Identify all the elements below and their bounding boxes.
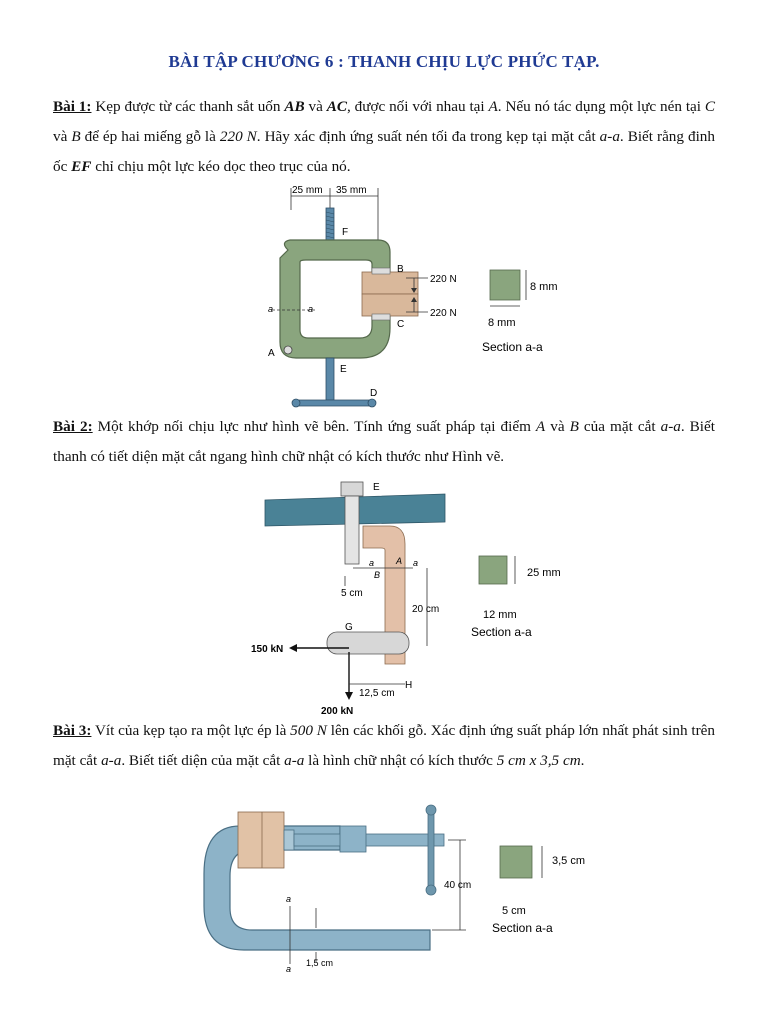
label-B: B	[397, 264, 404, 275]
figure-2-coupling: E a a A B 5 cm 20 cm G H 150 kN 200 kN 1…	[251, 481, 561, 717]
dim-5cm: 5 cm	[341, 588, 363, 599]
text-run: để ép hai miếng gỗ là	[80, 128, 220, 145]
section-mark-a-left: a	[369, 558, 374, 568]
text-run: AB	[284, 98, 305, 115]
dim-40cm: 40 cm	[444, 880, 471, 891]
text-run: . Biết tiết diện của mặt cắt	[121, 752, 285, 769]
force-220-bottom: 220 N	[430, 308, 457, 319]
text-run: B	[569, 418, 579, 435]
section-label: Section a-a	[492, 921, 553, 935]
label-E: E	[373, 482, 380, 493]
text-run: . Hãy xác định ứng suất nén tối đa trong…	[256, 128, 600, 145]
section-label: Section a-a	[471, 625, 532, 639]
label-F: F	[342, 227, 348, 238]
text-run: C	[704, 98, 716, 115]
exercise-1-label: Bài 1:	[53, 98, 92, 115]
text-run: chỉ chịu một lực kéo dọc theo trục của n…	[91, 158, 351, 175]
label-H: H	[405, 680, 412, 691]
figure-3-clamp: 40 cm a a 1,5 cm 3,5 cm 5 cm Section a-a	[203, 804, 585, 974]
dim-1-5cm: 1,5 cm	[306, 958, 333, 968]
exercise-3-label: Bài 3:	[53, 722, 92, 739]
force-220-top: 220 N	[430, 274, 457, 285]
text-run: EF	[71, 158, 92, 175]
section-mark-a-top: a	[286, 894, 291, 904]
text-run: a-a	[101, 752, 122, 769]
text-run: a-a	[660, 418, 681, 435]
label-E: E	[340, 364, 347, 375]
text-run: và	[545, 418, 570, 435]
text-run: a-a	[599, 128, 620, 145]
text-run: AC	[326, 98, 347, 115]
exercise-3-text: Bài 3: Vít của kẹp tạo ra một lực ép là …	[53, 716, 715, 776]
label-A: A	[268, 348, 275, 359]
section-height: 25 mm	[527, 567, 561, 579]
text-run: . Biết thanh có tiết diện mặt cắt ngang …	[53, 418, 715, 465]
label-C: C	[397, 319, 404, 330]
text-run: . Nếu nó tác dụng một lực nén tại	[497, 98, 705, 115]
section-mark-a-right: a	[413, 558, 418, 568]
force-200kN: 200 kN	[321, 706, 353, 717]
dim-12-5cm: 12,5 cm	[359, 688, 395, 699]
text-run: 5 cm x 3,5 cm	[496, 752, 581, 769]
text-run: và	[53, 128, 72, 145]
text-run: Một khớp nối chịu lực như hình vẽ bên. T…	[92, 418, 536, 435]
point-B: B	[374, 570, 380, 580]
text-run: B	[71, 128, 81, 145]
text-run: . Biết rằng đinh ốc	[53, 128, 715, 175]
text-run: 220 N	[219, 128, 257, 145]
text-run: A	[535, 418, 546, 435]
label-G: G	[345, 622, 353, 633]
section-height: 3,5 cm	[552, 855, 585, 867]
text-run: lên các khối gỗ. Xác định ứng suất pháp …	[53, 722, 715, 769]
text-run: là hình chữ nhật có kích thước	[304, 752, 497, 769]
text-run: của mặt cắt	[578, 418, 661, 435]
text-run: Vít của kẹp tạo ra một lực ép là	[91, 722, 291, 739]
exercise-1-text: Bài 1: Kẹp được từ các thanh sắt uốn AB …	[53, 92, 715, 182]
section-width: 5 cm	[502, 905, 526, 917]
force-150kN: 150 kN	[251, 644, 283, 655]
section-mark-a-right: a	[308, 304, 313, 314]
text-run: và	[304, 98, 327, 115]
dim-35mm: 35 mm	[336, 185, 367, 196]
label-D: D	[370, 388, 377, 399]
section-height: 8 mm	[530, 281, 558, 293]
text-run: , được nối với nhau tại	[346, 98, 489, 115]
text-run: 500 N	[290, 722, 327, 739]
page-title: BÀI TẬP CHƯƠNG 6 : THANH CHỊU LỰC PHỨC T…	[168, 52, 600, 71]
section-mark-a-left: a	[268, 304, 273, 314]
section-label: Section a-a	[482, 340, 543, 354]
text-run: A	[488, 98, 498, 115]
exercise-2-text: Bài 2: Một khớp nối chịu lực như hình vẽ…	[53, 412, 715, 472]
section-width: 12 mm	[483, 609, 517, 621]
point-A: A	[395, 556, 402, 566]
text-run: Kẹp được từ các thanh sắt uốn	[91, 98, 285, 115]
section-width: 8 mm	[488, 317, 516, 329]
dim-25mm: 25 mm	[292, 185, 323, 196]
dim-20cm: 20 cm	[412, 604, 439, 615]
exercise-2-label: Bài 2:	[53, 418, 93, 435]
section-mark-a-bottom: a	[286, 964, 291, 974]
figure-1-clamp: 25 mm 35 mm F B C 220 N 220 N a a A E D …	[268, 185, 558, 408]
text-run: .	[580, 752, 585, 769]
text-run: a-a	[284, 752, 305, 769]
